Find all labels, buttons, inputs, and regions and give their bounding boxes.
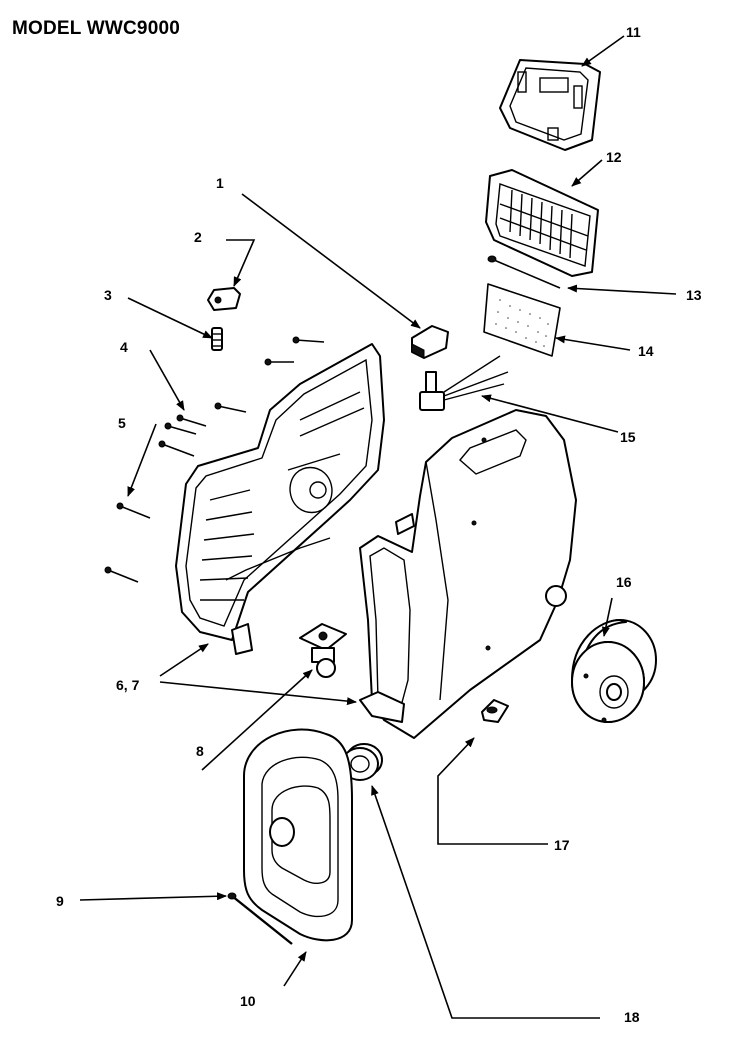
part-15-switch: [419, 355, 509, 411]
label-1: 1: [216, 175, 224, 191]
label-5: 5: [118, 415, 126, 431]
label-10: 10: [240, 993, 256, 1009]
label-2: 2: [194, 229, 202, 245]
part-1-button: [411, 325, 449, 359]
part-14-filter-pad: [483, 283, 561, 357]
part-16-wheel: [571, 619, 657, 723]
rear-housing: [175, 343, 385, 655]
part-8-caster: [299, 623, 347, 678]
label-6-7: 6, 7: [116, 677, 140, 693]
label-13: 13: [686, 287, 702, 303]
label-17: 17: [554, 837, 570, 853]
part-2-clip: [207, 287, 241, 311]
label-16: 16: [616, 574, 632, 590]
label-11: 11: [626, 24, 641, 40]
part-10-end-cap: [243, 728, 353, 942]
model-title: MODEL WWC9000: [12, 18, 180, 39]
part-3-spring: [211, 327, 223, 351]
leader-lines: [79, 35, 677, 1019]
label-3: 3: [104, 287, 112, 303]
label-15: 15: [620, 429, 636, 445]
label-18: 18: [624, 1009, 640, 1025]
part-17-knob: [481, 699, 509, 723]
label-8: 8: [196, 743, 204, 759]
part-labels: 11 12 13 14 1 2 3 15 4 5 16 6, 7 8 17 9 …: [56, 24, 702, 1025]
label-9: 9: [56, 893, 64, 909]
part-11-top-cover: [499, 59, 601, 151]
label-12: 12: [606, 149, 622, 165]
front-housing: [359, 409, 577, 739]
label-4: 4: [120, 339, 128, 355]
screws: [104, 336, 325, 583]
part-12-filter-grille: [485, 169, 599, 277]
label-14: 14: [638, 343, 654, 359]
part-13-pin: [487, 255, 561, 289]
part-9-long-screw: [227, 892, 293, 945]
